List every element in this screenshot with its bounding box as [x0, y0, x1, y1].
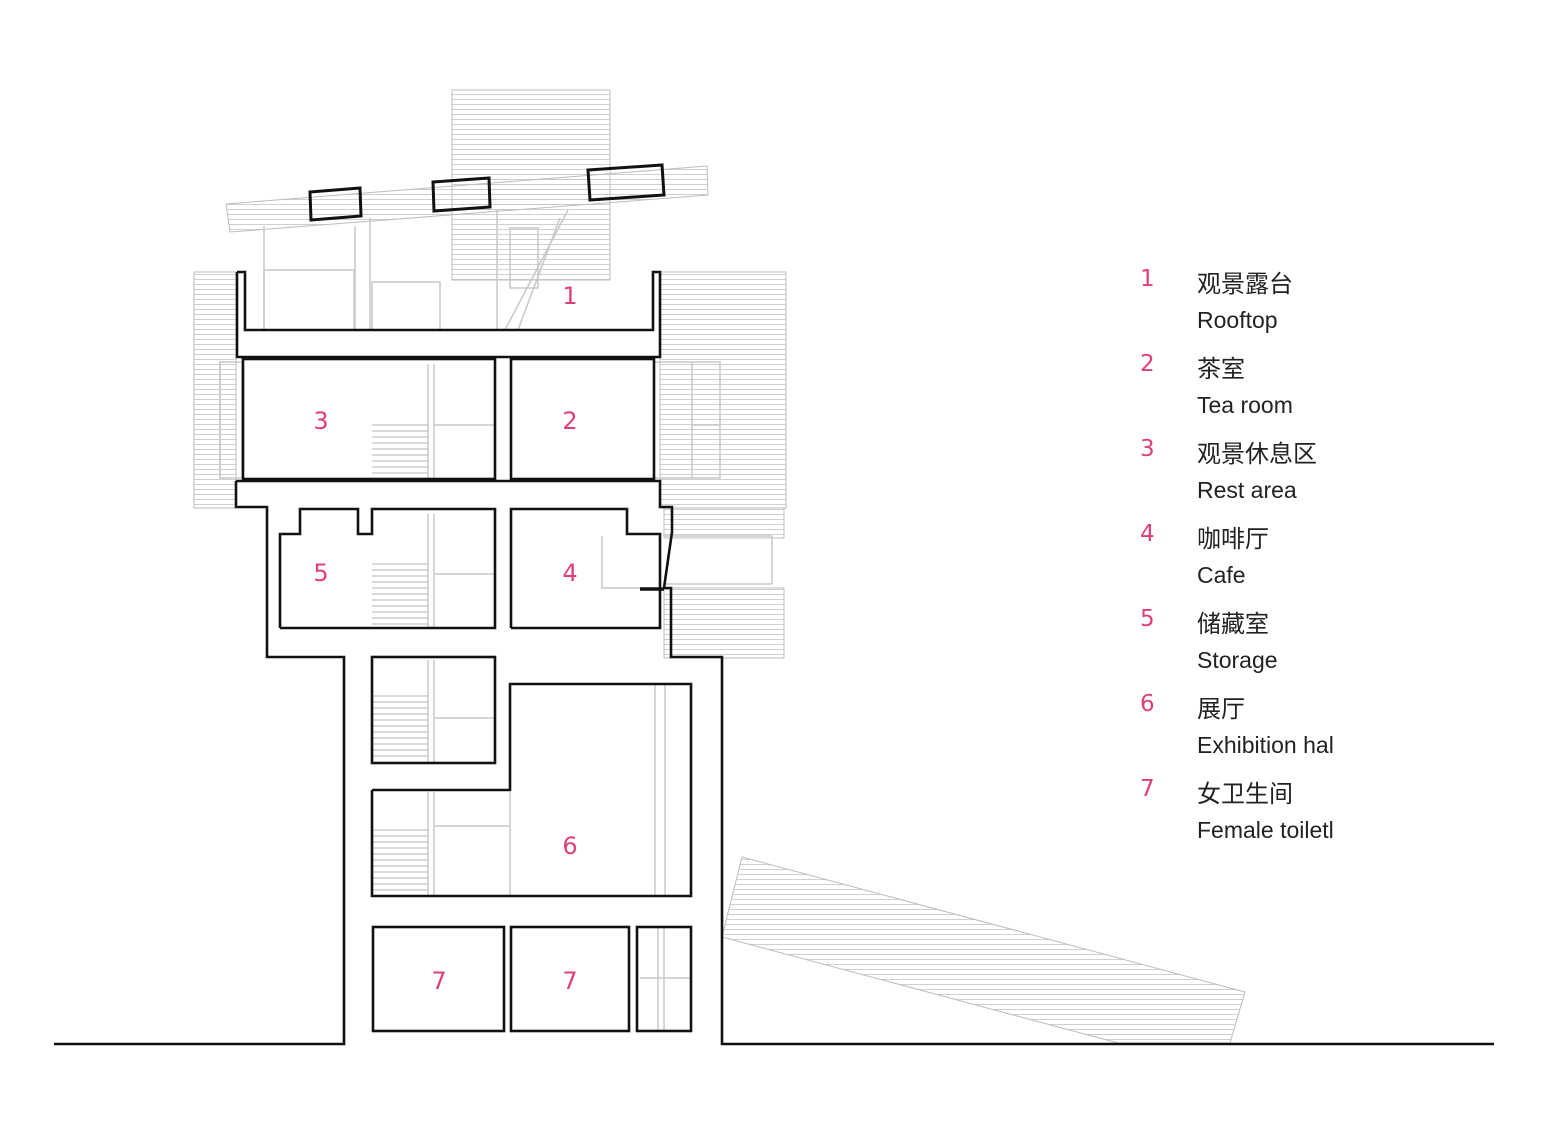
- rooftop-slab: [235, 270, 662, 359]
- legend-chinese-label: 观景休息区: [1197, 440, 1317, 468]
- room-2-outline: [509, 357, 656, 481]
- legend-english-label: Rooftop: [1197, 307, 1278, 333]
- legend-item: 7 女卫生间 Female toiletl: [1140, 772, 1520, 857]
- room-4-outline: [509, 507, 662, 630]
- room-7a-outline: [371, 925, 506, 1033]
- room-3-outline: [241, 357, 497, 481]
- legend-english-label: Rest area: [1197, 477, 1297, 503]
- legend-english-label: Storage: [1197, 647, 1278, 673]
- room-labels: 1 2 3 4 5 6 7 7: [313, 282, 577, 995]
- legend-item: 3 观景休息区 Rest area: [1140, 432, 1520, 517]
- right-lower-cladding-top: [663, 507, 785, 539]
- legend-chinese-label: 储藏室: [1197, 610, 1269, 638]
- room-label-4: 4: [562, 559, 577, 587]
- legend-number: 2: [1140, 351, 1155, 377]
- legend-english-label: Tea room: [1197, 392, 1293, 418]
- legend-item: 5 储藏室 Storage: [1140, 602, 1520, 687]
- legend-number: 1: [1140, 266, 1155, 292]
- room-label-2: 2: [562, 407, 577, 435]
- section-cut-lines: [54, 163, 1494, 1046]
- legend-item: 1 观景露台 Rooftop: [1140, 262, 1520, 347]
- elevation-lines: [219, 209, 773, 1030]
- room-7b-outline: [509, 925, 631, 1033]
- legend-number: 7: [1140, 776, 1155, 802]
- skylight-3: [586, 163, 666, 202]
- legend-chinese-label: 咖啡厅: [1197, 525, 1269, 553]
- legend-item: 2 茶室 Tea room: [1140, 347, 1520, 432]
- legend-number: 5: [1140, 606, 1155, 632]
- right-lower-cladding-bottom: [663, 587, 785, 659]
- legend-chinese-label: 女卫生间: [1197, 780, 1293, 808]
- room-legend: 1 观景露台 Rooftop 2 茶室 Tea room 3 观景休息区 Res…: [1140, 262, 1520, 857]
- legend-item: 6 展厅 Exhibition hal: [1140, 687, 1520, 772]
- legend-number: 4: [1140, 521, 1155, 547]
- room-label-7a: 7: [431, 967, 446, 995]
- legend-english-label: Female toiletl: [1197, 817, 1334, 843]
- skylight-1: [308, 186, 363, 222]
- stairs: [372, 424, 428, 891]
- room-7-side-outline: [635, 925, 693, 1033]
- legend-number: 6: [1140, 691, 1155, 717]
- left-wall-cladding: [193, 271, 237, 509]
- main-structure-outline: [54, 481, 346, 1046]
- room-label-3: 3: [313, 407, 328, 435]
- background-elevation: [193, 89, 1246, 1044]
- legend-english-label: Exhibition hal: [1197, 732, 1334, 758]
- skylight-2: [431, 176, 492, 213]
- right-wall-cladding: [659, 271, 787, 509]
- lower-stair-room-outline: [370, 655, 497, 765]
- legend-chinese-label: 观景露台: [1197, 270, 1293, 298]
- legend-number: 3: [1140, 436, 1155, 462]
- legend-chinese-label: 展厅: [1197, 695, 1245, 723]
- room-label-1: 1: [562, 282, 577, 310]
- legend-item: 4 咖啡厅 Cafe: [1140, 517, 1520, 602]
- legend-english-label: Cafe: [1197, 562, 1246, 588]
- room-6-outline: [370, 682, 693, 898]
- legend-chinese-label: 茶室: [1197, 355, 1245, 383]
- room-label-7b: 7: [562, 967, 577, 995]
- room-label-6: 6: [562, 832, 577, 860]
- sloped-ramp: [721, 856, 1246, 1044]
- room-5-outline: [278, 507, 497, 630]
- room-label-5: 5: [313, 559, 328, 587]
